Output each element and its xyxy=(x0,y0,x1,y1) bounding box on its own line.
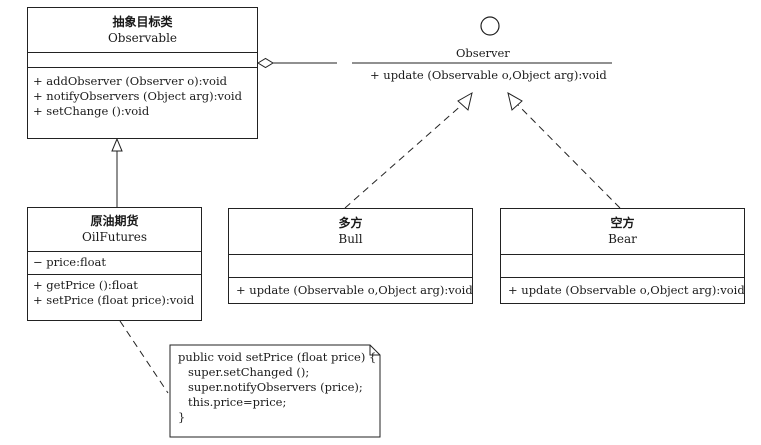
bull-realization-line xyxy=(344,102,465,209)
bear-attributes xyxy=(501,254,744,277)
oilfutures-methods: + getPrice ():float + setPrice (float pr… xyxy=(28,274,201,311)
note-line: super.setChanged (); xyxy=(188,365,310,379)
note-line: this.price=price; xyxy=(188,395,287,409)
oilfutures-method: + getPrice ():float xyxy=(33,278,138,292)
bear-realization-line xyxy=(515,102,621,209)
bear-header: 空方 Bear xyxy=(501,209,744,254)
observable-class: 抽象目标类 Observable + addObserver (Observer… xyxy=(27,7,258,139)
bear-title-cn: 空方 xyxy=(610,216,635,230)
bull-class: 多方 Bull + update (Observable o,Object ar… xyxy=(228,208,473,304)
bull-header: 多方 Bull xyxy=(229,209,472,254)
observable-method: + addObserver (Observer o):void xyxy=(33,74,228,88)
bear-realization-arrowhead xyxy=(507,91,523,111)
bull-title-en: Bull xyxy=(338,232,363,246)
observable-title-cn: 抽象目标类 xyxy=(112,15,173,29)
note-fold xyxy=(369,345,380,356)
note-box xyxy=(169,344,381,438)
oilfutures-attributes: − price:float xyxy=(28,251,201,274)
observable-method: + setChange ():void xyxy=(33,104,150,118)
bull-attributes xyxy=(229,254,472,277)
note-line: public void setPrice (float price) { xyxy=(178,350,377,364)
bear-methods: + update (Observable o,Object arg):void xyxy=(501,277,745,303)
note-line: } xyxy=(178,410,186,424)
bull-methods: + update (Observable o,Object arg):void xyxy=(229,277,473,303)
bull-method: + update (Observable o,Object arg):void xyxy=(236,283,473,297)
bear-method: + update (Observable o,Object arg):void xyxy=(508,283,745,297)
bull-realization-arrowhead xyxy=(457,91,473,111)
observer-method: + update (Observable o,Object arg):void xyxy=(370,68,607,82)
observable-header: 抽象目标类 Observable xyxy=(28,8,257,52)
bull-title-cn: 多方 xyxy=(338,216,363,230)
observable-attributes xyxy=(28,52,257,67)
oilfutures-title-en: OilFutures xyxy=(81,230,148,244)
aggregation-diamond xyxy=(257,57,274,69)
bear-title-en: Bear xyxy=(608,232,637,246)
oilfutures-header: 原油期货 OilFutures xyxy=(28,208,201,251)
oilfutures-method: + setPrice (float price):void xyxy=(33,293,195,307)
observable-methods: + addObserver (Observer o):void + notify… xyxy=(28,67,257,125)
oilfutures-attribute: − price:float xyxy=(33,255,107,269)
inheritance-arrowhead xyxy=(111,137,123,152)
note-link-line xyxy=(119,320,169,394)
note-text: public void setPrice (float price) { sup… xyxy=(178,350,376,425)
observer-interface-circle xyxy=(480,16,500,36)
oilfutures-class: 原油期货 OilFutures − price:float + getPrice… xyxy=(27,207,202,321)
observable-method: + notifyObservers (Object arg):void xyxy=(33,89,242,103)
observer-name: Observer xyxy=(456,46,510,60)
note-line: super.notifyObservers (price); xyxy=(188,380,363,394)
bear-class: 空方 Bear + update (Observable o,Object ar… xyxy=(500,208,745,304)
oilfutures-title-cn: 原油期货 xyxy=(90,214,139,228)
observable-title-en: Observable xyxy=(107,31,178,45)
